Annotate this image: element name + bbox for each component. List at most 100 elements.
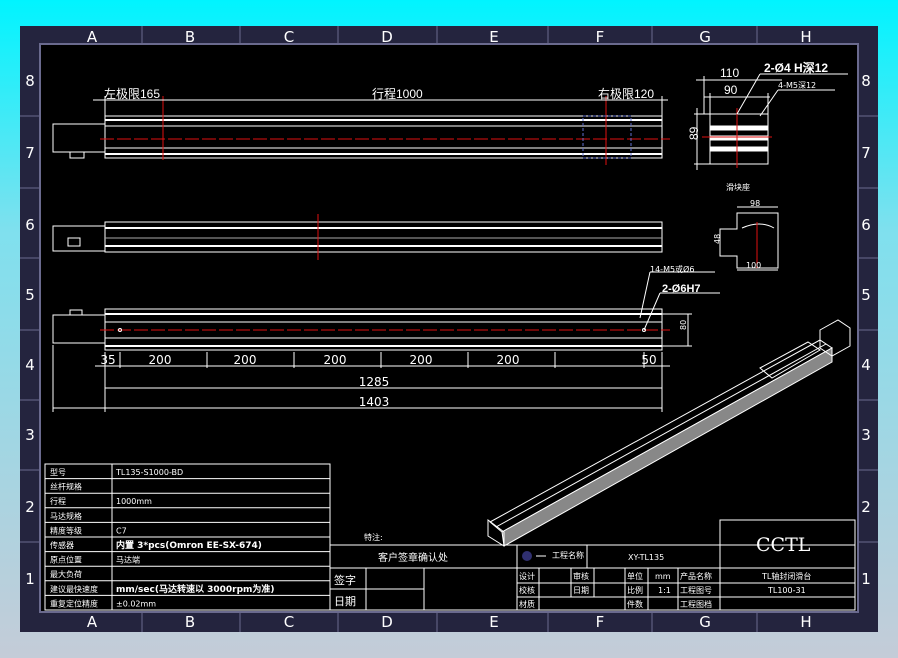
company-logo: CCTL (756, 534, 811, 556)
material-label: 材质 (519, 599, 535, 609)
row-label: 5 (861, 286, 871, 304)
row-label: 1 (25, 570, 35, 588)
dim-200: 200 (410, 353, 433, 367)
project-name: XY-TL135 (628, 553, 664, 562)
spec-label: 型号 (50, 468, 66, 477)
check-label: 校核 (519, 585, 535, 595)
height-48: 48 (713, 234, 722, 244)
hole-note-slider: 2-Ø4 H深12 (764, 60, 828, 75)
spec-value: TL135-S1000-BD (115, 468, 183, 477)
pin-note: 2-Ø6H7 (662, 283, 701, 295)
row-label: 6 (25, 216, 35, 234)
top-view (52, 96, 670, 165)
row-label: 4 (861, 356, 871, 374)
col-label: H (800, 28, 811, 46)
col-label: C (284, 613, 294, 631)
dim-200: 200 (497, 353, 520, 367)
col-label: G (699, 613, 711, 631)
col-label: E (489, 613, 498, 631)
spec-value: C7 (116, 526, 127, 535)
scale-label: 比例 (627, 585, 643, 595)
row-label: 5 (25, 286, 35, 304)
dim-1403: 1403 (359, 395, 390, 409)
spec-label: 精度等级 (50, 525, 82, 535)
spec-value: 内置 3*pcs(Omron EE-SX-674) (116, 539, 262, 551)
row-label: 2 (861, 498, 871, 516)
row-label: 4 (25, 356, 35, 374)
row-label: 8 (861, 72, 871, 90)
col-label: A (87, 613, 98, 631)
profile-view (719, 206, 779, 271)
spec-label: 行程 (50, 496, 66, 506)
sign-label: 签字 (334, 573, 356, 587)
right-limit-dim: 右极限120 (598, 86, 654, 101)
spec-label: 马达规格 (50, 511, 82, 521)
side-view (52, 214, 663, 260)
left-limit-dim: 左极限165 (104, 86, 160, 101)
design-label: 设计 (519, 571, 535, 581)
dim-200: 200 (149, 353, 172, 367)
title-block (329, 519, 856, 611)
slider-label: 滑块座 (726, 182, 750, 192)
width-90: 90 (724, 83, 738, 97)
col-label: E (489, 28, 498, 46)
drawing-file-label: 工程图档 (680, 599, 712, 609)
row-label: 1 (861, 570, 871, 588)
col-label: D (381, 613, 393, 631)
col-label: F (596, 28, 605, 46)
spec-label: 建议最快速度 (50, 584, 98, 594)
col-label: H (800, 613, 811, 631)
notes-label: 特注: (364, 532, 383, 542)
drawing-no-label: 工程图号 (680, 586, 712, 595)
thread-note: 4-M5深12 (778, 81, 816, 90)
unit-label: 单位 (627, 571, 643, 581)
col-label: A (87, 28, 98, 46)
segment-dims: 35 200 200 200 200 200 50 1285 1403 (100, 353, 656, 409)
spec-label: 丝杆规格 (50, 482, 82, 492)
col-label: C (284, 28, 294, 46)
dim-200: 200 (234, 353, 257, 367)
spec-value: 马达端 (116, 555, 140, 565)
scale-value: 1:1 (658, 586, 671, 595)
width-110: 110 (720, 66, 739, 80)
col-label: B (185, 28, 195, 46)
spec-value: 1000mm (116, 497, 152, 506)
date-label: 日期 (334, 595, 356, 608)
qty-label: 件数 (627, 599, 643, 609)
col-label: G (699, 28, 711, 46)
grid-ticks (20, 26, 878, 632)
height-89: 89 (687, 126, 701, 140)
dim-50: 50 (641, 353, 656, 367)
width-100: 100 (746, 261, 761, 270)
product-name: TL轴封闭滑台 (761, 571, 811, 581)
row-label: 3 (25, 426, 35, 444)
sign-field[interactable] (366, 570, 423, 588)
product-name-label: 产品名称 (680, 571, 712, 581)
spec-label: 传感器 (50, 540, 74, 550)
dim-200: 200 (324, 353, 347, 367)
spec-value: ±0.02mm (116, 599, 156, 608)
col-label: F (596, 613, 605, 631)
dim-35: 35 (100, 353, 115, 367)
row-label: 3 (861, 426, 871, 444)
row-label: 6 (861, 216, 871, 234)
dim-1285: 1285 (359, 375, 390, 389)
slider-block-view (694, 73, 848, 170)
bottom-view (52, 271, 720, 412)
row-label: 7 (25, 144, 35, 162)
spec-label: 原点位置 (50, 555, 82, 565)
row-label: 8 (25, 72, 35, 90)
review-label: 审核 (573, 571, 589, 581)
spec-label: 重复定位精度 (50, 598, 98, 608)
col-label: B (185, 613, 195, 631)
drawing-no: TL100-31 (767, 586, 806, 595)
project-name-label: 工程名称 (552, 550, 584, 560)
spec-label: 最大负荷 (50, 569, 82, 579)
row-label: 7 (861, 144, 871, 162)
spec-table (44, 463, 331, 611)
approve-label: 日期 (573, 586, 589, 595)
isometric-view (487, 319, 851, 547)
height-80: 80 (679, 320, 688, 330)
